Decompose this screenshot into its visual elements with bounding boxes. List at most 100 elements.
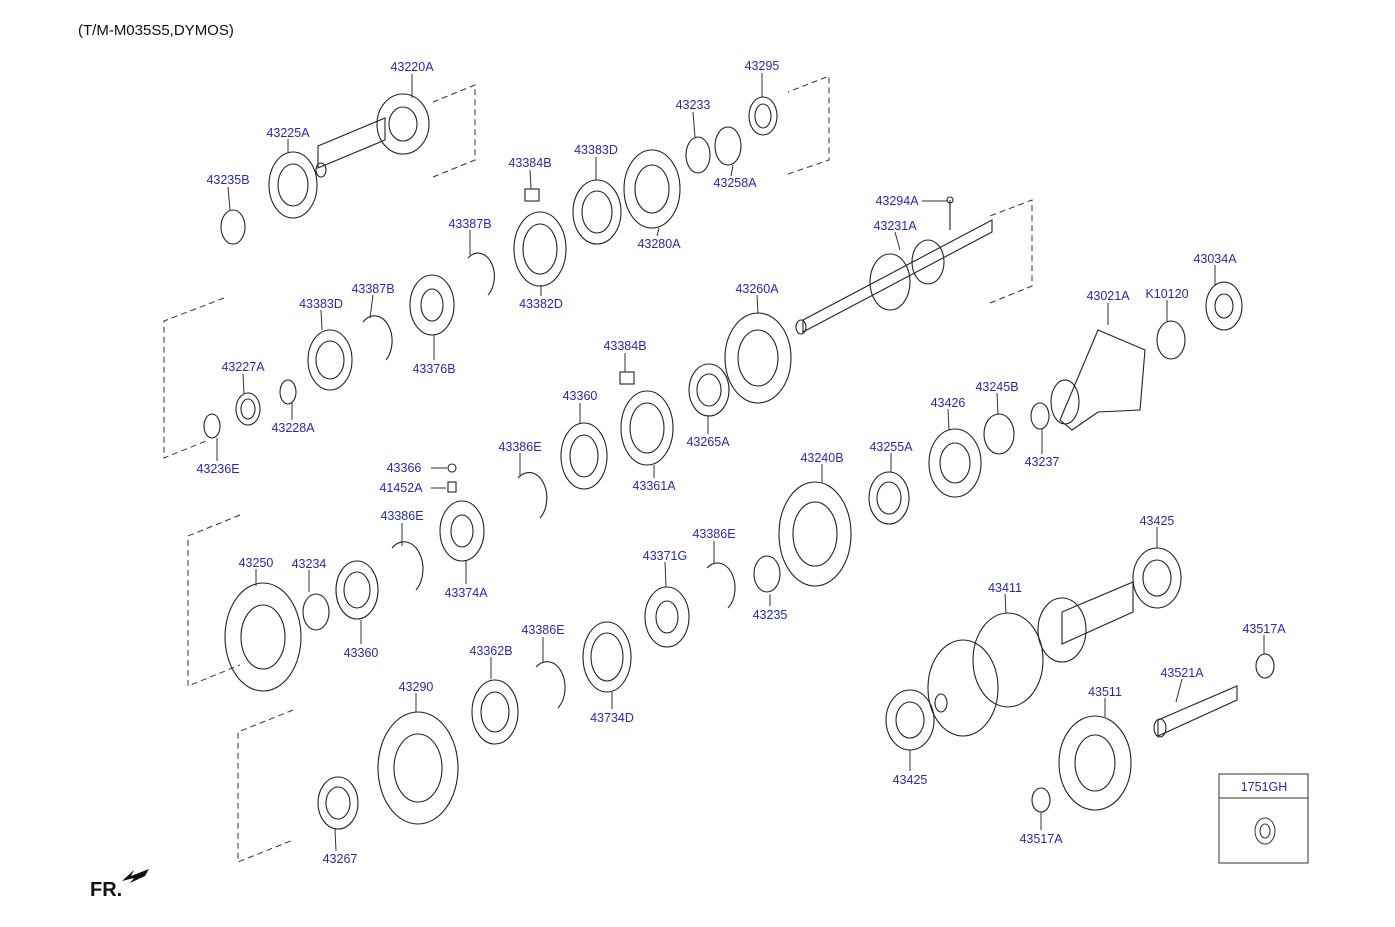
label-43362B[interactable]: 43362B [469, 644, 512, 658]
label-43235[interactable]: 43235 [753, 608, 788, 622]
part-bearing-43425[interactable] [1132, 547, 1182, 609]
part-sleeve-43382D[interactable] [513, 211, 567, 287]
label-43267[interactable]: 43267 [323, 852, 358, 866]
label-43387B[interactable]: 43387B [448, 217, 491, 231]
label-43425-2[interactable]: 43425 [893, 773, 928, 787]
label-43220A[interactable]: 43220A [390, 60, 434, 74]
part-bearing-43227A[interactable] [235, 392, 261, 426]
part-clip-43386E-3[interactable] [706, 562, 736, 609]
part-nut-43034A[interactable] [1205, 281, 1243, 331]
label-43237[interactable]: 43237 [1025, 455, 1060, 469]
part-pin-43294A[interactable] [946, 196, 954, 230]
label-43265A[interactable]: 43265A [686, 435, 730, 449]
label-K10120[interactable]: K10120 [1145, 287, 1188, 301]
part-synchro-43360-2[interactable] [335, 560, 379, 620]
label-43260A[interactable]: 43260A [735, 282, 779, 296]
label-43236E[interactable]: 43236E [196, 462, 239, 476]
label-43517A-2[interactable]: 43517A [1019, 832, 1063, 846]
label-43290[interactable]: 43290 [399, 680, 434, 694]
part-clip-43387B-2[interactable] [362, 315, 393, 361]
part-bearing-43425-2[interactable] [885, 689, 935, 751]
part-input-shaft-43220A[interactable] [315, 93, 430, 178]
label-43228A[interactable]: 43228A [271, 421, 315, 435]
label-43255A[interactable]: 43255A [869, 440, 913, 454]
part-bearing-43255A[interactable] [868, 471, 910, 525]
label-43295[interactable]: 43295 [745, 59, 780, 73]
label-43384B[interactable]: 43384B [508, 156, 551, 170]
label-41452A[interactable]: 41452A [379, 481, 423, 495]
label-43521A[interactable]: 43521A [1160, 666, 1204, 680]
part-bearing-43267[interactable] [317, 776, 359, 830]
part-countershaft-43411[interactable] [927, 581, 1134, 737]
part-snapring-43235B[interactable] [220, 209, 246, 245]
part-ring-43236E[interactable] [203, 413, 221, 439]
part-ring-43245B[interactable] [983, 413, 1015, 455]
label-43250[interactable]: 43250 [239, 556, 274, 570]
label-43360[interactable]: 43360 [563, 389, 598, 403]
part-key-43384B-2[interactable] [619, 371, 635, 385]
label-43225A[interactable]: 43225A [266, 126, 310, 140]
part-bearing-43225A[interactable] [268, 151, 318, 219]
label-43411[interactable]: 43411 [988, 581, 1022, 595]
label-43382D[interactable]: 43382D [519, 297, 563, 311]
part-ball-43366[interactable] [447, 463, 457, 473]
label-43021A[interactable]: 43021A [1086, 289, 1130, 303]
label-43384B-2[interactable]: 43384B [603, 339, 646, 353]
label-43245B[interactable]: 43245B [975, 380, 1018, 394]
part-synchro-43360[interactable] [560, 422, 608, 490]
label-43235B[interactable]: 43235B [206, 173, 249, 187]
label-43386E-3[interactable]: 43386E [692, 527, 735, 541]
part-clip-43386E[interactable] [517, 472, 548, 519]
label-43386E-2[interactable]: 43386E [380, 509, 423, 523]
part-gear-43240B[interactable] [778, 481, 852, 587]
part-gear-43250[interactable] [224, 582, 302, 692]
label-43387B-2[interactable]: 43387B [351, 282, 394, 296]
part-ring-43237[interactable] [1030, 402, 1050, 430]
part-synchro-43383D[interactable] [572, 179, 622, 245]
part-ring-43258A[interactable] [714, 126, 742, 166]
part-washer-43517A[interactable] [1255, 653, 1275, 679]
part-ring-43233[interactable] [685, 136, 711, 174]
part-shaft-43521A[interactable] [1153, 685, 1238, 738]
label-43240B[interactable]: 43240B [800, 451, 843, 465]
label-43361A[interactable]: 43361A [632, 479, 676, 493]
part-synchro-43383D-2[interactable] [307, 329, 353, 391]
part-housing-43021A[interactable] [1050, 329, 1146, 431]
part-bearing-43295[interactable] [748, 96, 778, 136]
part-clip-43387B[interactable] [467, 252, 495, 296]
label-43360-2[interactable]: 43360 [344, 646, 379, 660]
label-43734D[interactable]: 43734D [590, 711, 634, 725]
label-43511[interactable]: 43511 [1088, 685, 1122, 699]
label-43386E[interactable]: 43386E [498, 440, 541, 454]
label-43426[interactable]: 43426 [931, 396, 966, 410]
part-ring-43235[interactable] [753, 555, 781, 593]
part-gear-43260A[interactable] [724, 312, 792, 404]
part-ring-43234[interactable] [302, 593, 330, 631]
part-washer-43517A-2[interactable] [1031, 787, 1051, 813]
label-43231A[interactable]: 43231A [873, 219, 917, 233]
part-synchro-43362B[interactable] [471, 679, 519, 745]
part-sleeve-43734D[interactable] [582, 621, 632, 693]
label-43383D-2[interactable]: 43383D [299, 297, 343, 311]
part-spring-41452A[interactable] [447, 481, 457, 493]
part-mainshaft-43231A[interactable] [795, 219, 993, 335]
part-gear-43511[interactable] [1058, 715, 1132, 811]
label-43517A[interactable]: 43517A [1242, 622, 1286, 636]
part-key-43384B[interactable] [524, 188, 540, 202]
part-gear-43280A[interactable] [623, 149, 681, 229]
label-43386E-4[interactable]: 43386E [521, 623, 564, 637]
legend-code[interactable]: 1751GH [1241, 780, 1288, 794]
label-43425[interactable]: 43425 [1140, 514, 1175, 528]
label-43280A[interactable]: 43280A [637, 237, 681, 251]
label-43258A[interactable]: 43258A [713, 176, 757, 190]
part-gear-43290[interactable] [377, 711, 459, 825]
label-43294A[interactable]: 43294A [875, 194, 919, 208]
label-43374A[interactable]: 43374A [444, 586, 488, 600]
part-bearing-43265A[interactable] [688, 363, 730, 417]
label-43233[interactable]: 43233 [676, 98, 711, 112]
label-43366[interactable]: 43366 [387, 461, 422, 475]
part-bearing-43426[interactable] [928, 428, 982, 498]
label-43383D[interactable]: 43383D [574, 143, 618, 157]
part-ring-K10120[interactable] [1156, 320, 1186, 360]
part-clip-43386E-2[interactable] [391, 541, 424, 591]
